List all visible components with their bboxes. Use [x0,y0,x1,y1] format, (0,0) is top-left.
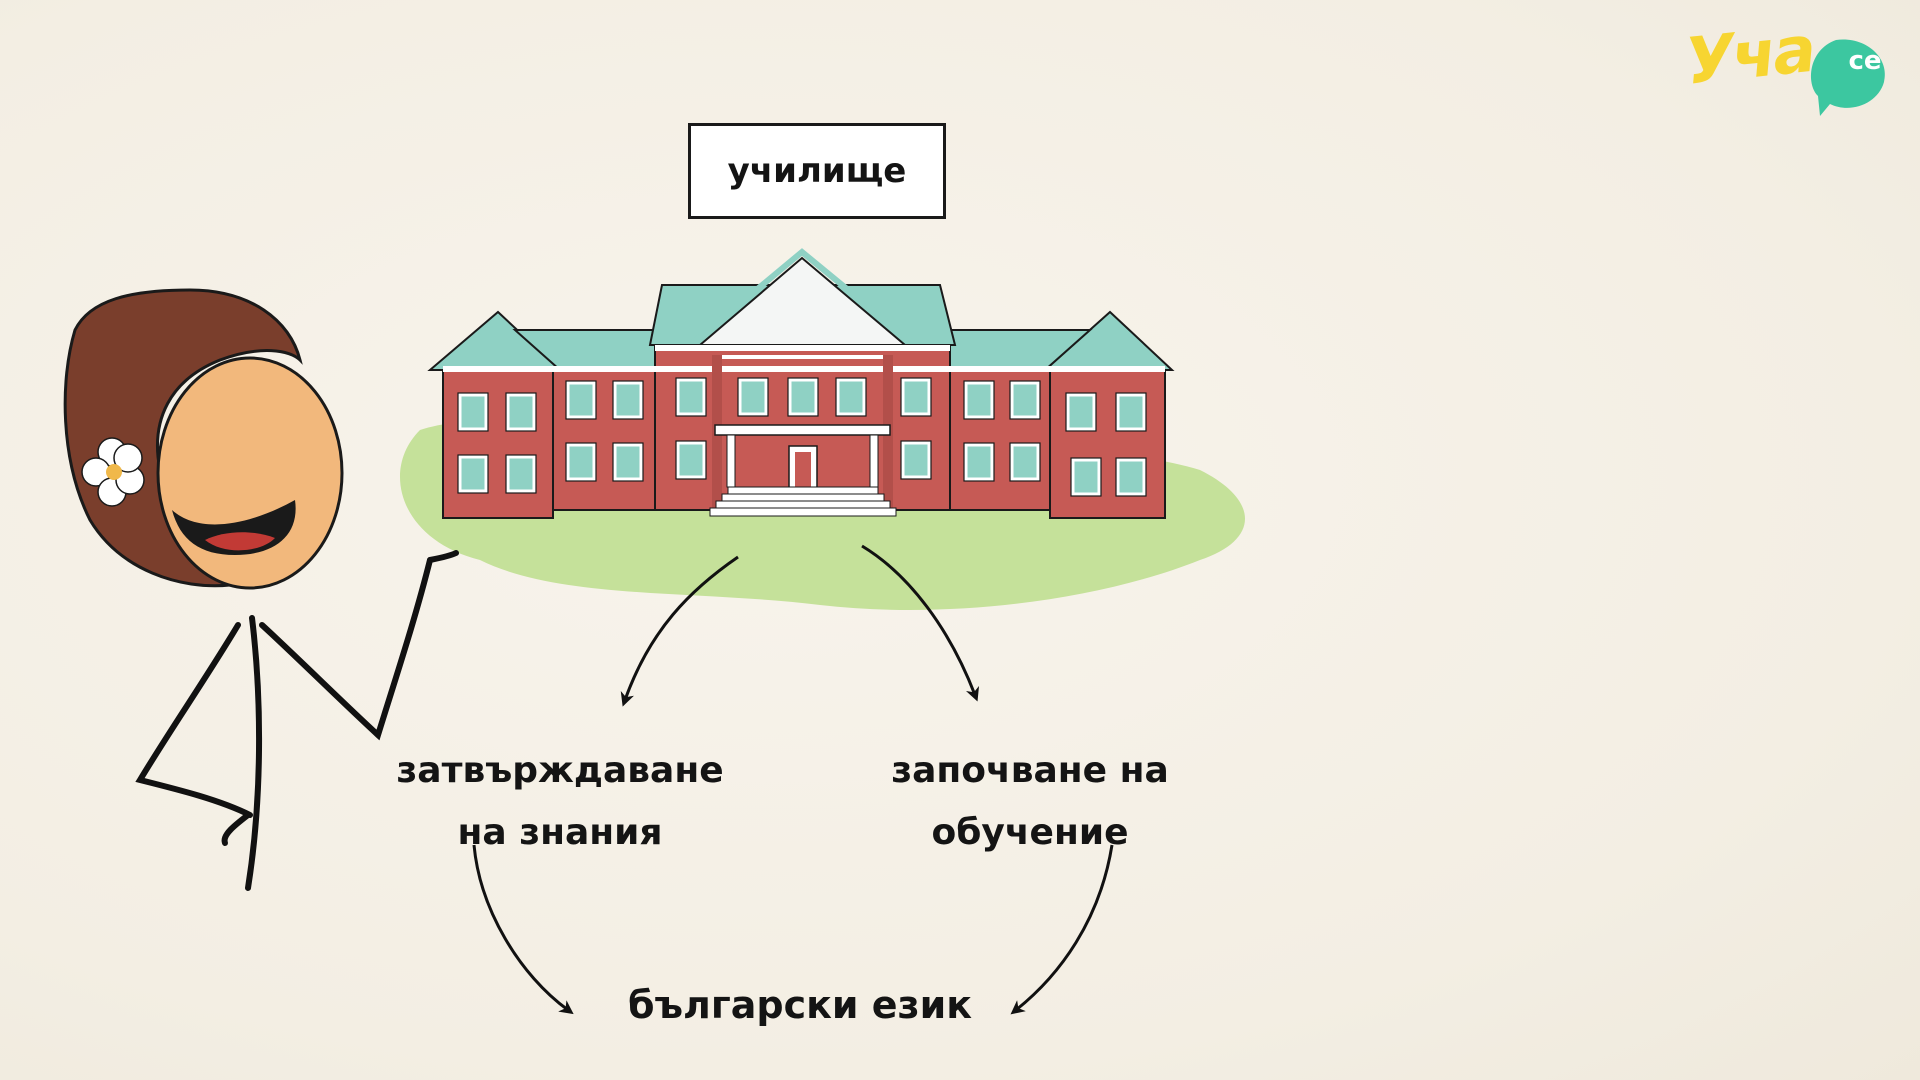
character-hair [63,288,303,588]
window-row-top [458,378,1146,431]
teacher-character-illustration [63,288,459,891]
logo-main-text: Уча [1682,12,1817,100]
brand-logo[interactable]: Уча се [1682,13,1896,116]
topic-label: училище [727,151,907,191]
branch-label-right: започване на обучение [860,740,1200,864]
window-row-bottom [458,441,1146,496]
branch-left-line-2: на знания [457,812,663,853]
branch-label-left: затвърждаване на знания [380,740,740,864]
topic-box: училище [688,123,946,219]
entrance-stairs [709,486,897,517]
arrow-to-right-branch [861,544,980,702]
arrow-right-to-result [1010,844,1114,1015]
flower-icon [81,437,145,507]
right-wing-wall [1049,369,1166,519]
branch-right-line-2: обучение [931,812,1129,853]
portico-roof [714,424,891,436]
branch-left-line-1: затвърждаване [396,750,724,791]
logo-badge-shape [1811,39,1885,116]
window-frames [457,377,1147,497]
result-label: български език [627,983,973,1027]
arrow-left-to-result [472,844,574,1015]
branch-right-line-1: започване на [891,750,1169,791]
school-building-illustration [427,248,1175,519]
logo-badge-text: се [1848,46,1882,76]
character-body [135,550,459,891]
arrow-to-left-branch [620,555,739,707]
flow-arrows [472,544,1114,1015]
left-wing-wall [442,369,554,519]
